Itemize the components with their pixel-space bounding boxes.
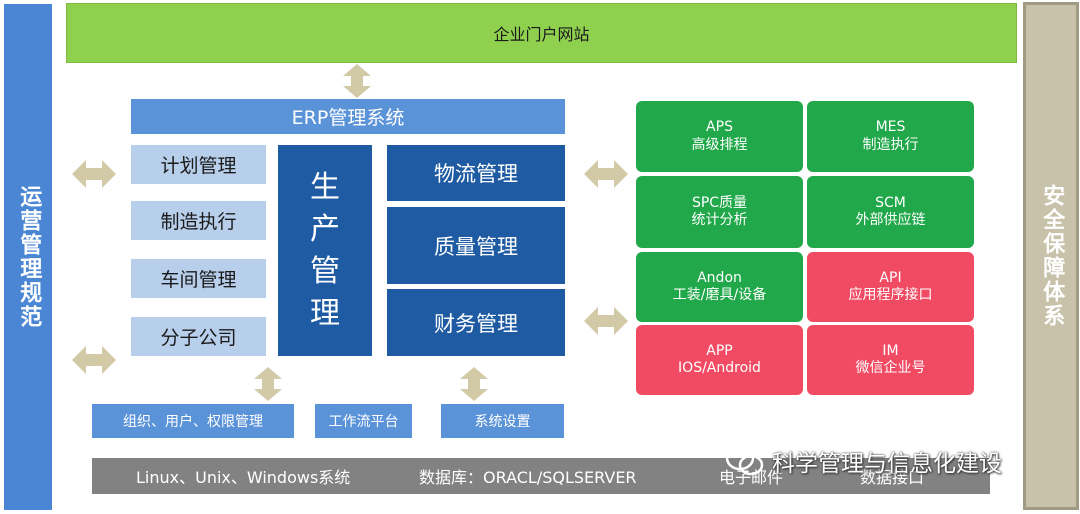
module-finance: 财务管理 <box>387 289 565 356</box>
watermark: 科学管理与信息化建设 <box>726 444 1002 478</box>
module-subsidiaries: 分子公司 <box>131 317 266 356</box>
double-arrow-icon <box>584 307 628 335</box>
double-arrow-icon <box>254 367 282 401</box>
module-planning: 计划管理 <box>131 145 266 184</box>
system-spc: SPC质量统计分析 <box>636 176 803 248</box>
double-arrow-icon <box>343 64 371 98</box>
infrastructure-bar: Linux、Unix、Windows系统 数据库：ORACL/SQLSERVER… <box>92 458 990 494</box>
double-arrow-icon <box>460 367 488 401</box>
base-system-settings: 系统设置 <box>441 404 564 438</box>
wechat-icon <box>726 445 764 476</box>
erp-title: ERP管理系统 <box>131 99 565 134</box>
double-arrow-icon <box>72 346 116 374</box>
production-management-column: 生产管理 <box>278 145 372 356</box>
base-workflow-platform: 工作流平台 <box>315 404 412 438</box>
module-quality: 质量管理 <box>387 207 565 284</box>
module-manufacturing-execution: 制造执行 <box>131 201 266 240</box>
double-arrow-icon <box>584 160 628 188</box>
module-workshop: 车间管理 <box>131 259 266 298</box>
enterprise-portal: 企业门户网站 <box>66 3 1017 63</box>
security-assurance-system: 安全保障体系 <box>1023 2 1079 510</box>
database-label: 数据库：ORACL/SQLSERVER <box>419 468 637 487</box>
os-label: Linux、Unix、Windows系统 <box>136 468 351 487</box>
data-interface-label: 数据接口 <box>860 468 925 487</box>
base-org-user-permissions: 组织、用户、权限管理 <box>92 404 294 438</box>
operations-management-standards: 运营管理规范 <box>4 4 52 510</box>
email-label: 电子邮件 <box>719 468 784 487</box>
module-logistics: 物流管理 <box>387 145 565 201</box>
double-arrow-icon <box>72 160 116 188</box>
